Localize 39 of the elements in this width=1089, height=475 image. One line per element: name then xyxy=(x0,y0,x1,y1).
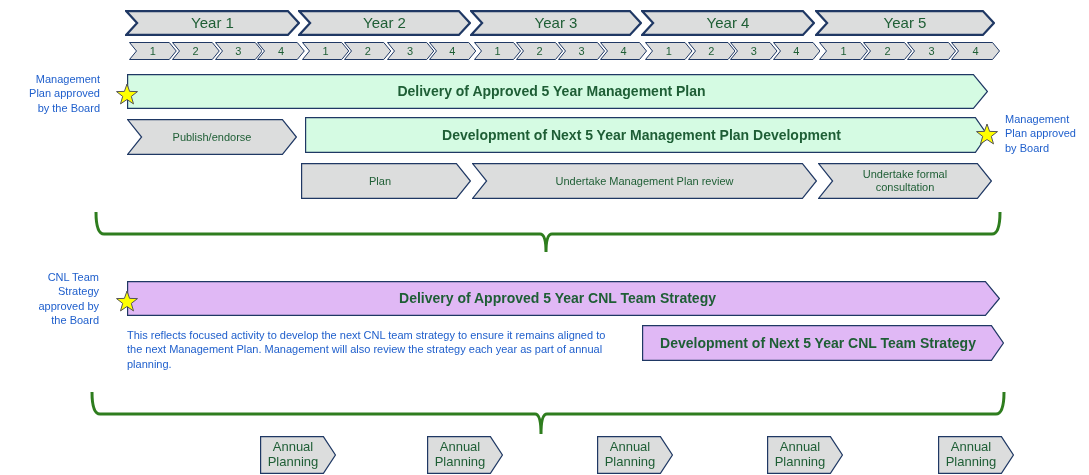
quarter-label-band: 1 xyxy=(819,42,868,60)
milestone-tag: Annual Planning xyxy=(938,436,1014,474)
quarter-label-band: 4 xyxy=(951,42,1000,60)
milestone-tag: Annual Planning xyxy=(767,436,843,474)
quarter-label-band: 3 xyxy=(214,42,263,60)
quarter-label-band: 3 xyxy=(558,42,605,60)
year-header-band: Year 5 xyxy=(815,10,995,36)
timeline-bar: Delivery of Approved 5 Year CNL Team Strategy xyxy=(127,281,1000,316)
year-header-band: Year 2 xyxy=(298,10,471,36)
phase-bar: Plan xyxy=(301,163,471,199)
quarter-label-band: 4 xyxy=(257,42,305,60)
quarter-label-band: 4 xyxy=(428,42,476,60)
milestone-note: Management Plan approved by the Board xyxy=(28,72,100,115)
quarter-label-band: 2 xyxy=(516,42,563,60)
quarter-label-band: 3 xyxy=(907,42,956,60)
year-header-band: Year 3 xyxy=(470,10,642,36)
description-text: This reflects focused activity to develop the next CNL team strategy to ensure it remains aligned to the next Management Plan. Management will also review the strategy each year as part of annual planning. xyxy=(127,328,607,371)
year-header-band: Year 4 xyxy=(641,10,815,36)
quarter-label-band: 2 xyxy=(344,42,392,60)
quarter-label-band: 2 xyxy=(687,42,735,60)
quarter-label-band: 2 xyxy=(863,42,912,60)
milestone-tag: Annual Planning xyxy=(597,436,673,474)
quarter-label-band: 3 xyxy=(386,42,434,60)
quarter-label-band: 1 xyxy=(474,42,521,60)
milestone-note: Management Plan approved by Board xyxy=(1005,112,1077,155)
quarter-label-band: 2 xyxy=(171,42,220,60)
phase-bar: Undertake formal consultation xyxy=(818,163,992,199)
timeline-bar: Delivery of Approved 5 Year Management Plan xyxy=(127,74,988,109)
quarter-label-band: 4 xyxy=(772,42,820,60)
quarter-label-band: 1 xyxy=(645,42,693,60)
quarter-label-band: 4 xyxy=(600,42,647,60)
milestone-tag: Annual Planning xyxy=(427,436,503,474)
quarter-label-band: 1 xyxy=(129,42,177,60)
year-header-band: Year 1 xyxy=(125,10,300,36)
timeline-bar: Development of Next 5 Year CNL Team Strategy xyxy=(642,325,1004,361)
quarter-label-band: 1 xyxy=(302,42,350,60)
milestone-note: CNL Team Strategy approved by the Board xyxy=(37,270,99,328)
milestone-tag: Annual Planning xyxy=(260,436,336,474)
phase-bar: Publish/endorse xyxy=(127,119,297,155)
